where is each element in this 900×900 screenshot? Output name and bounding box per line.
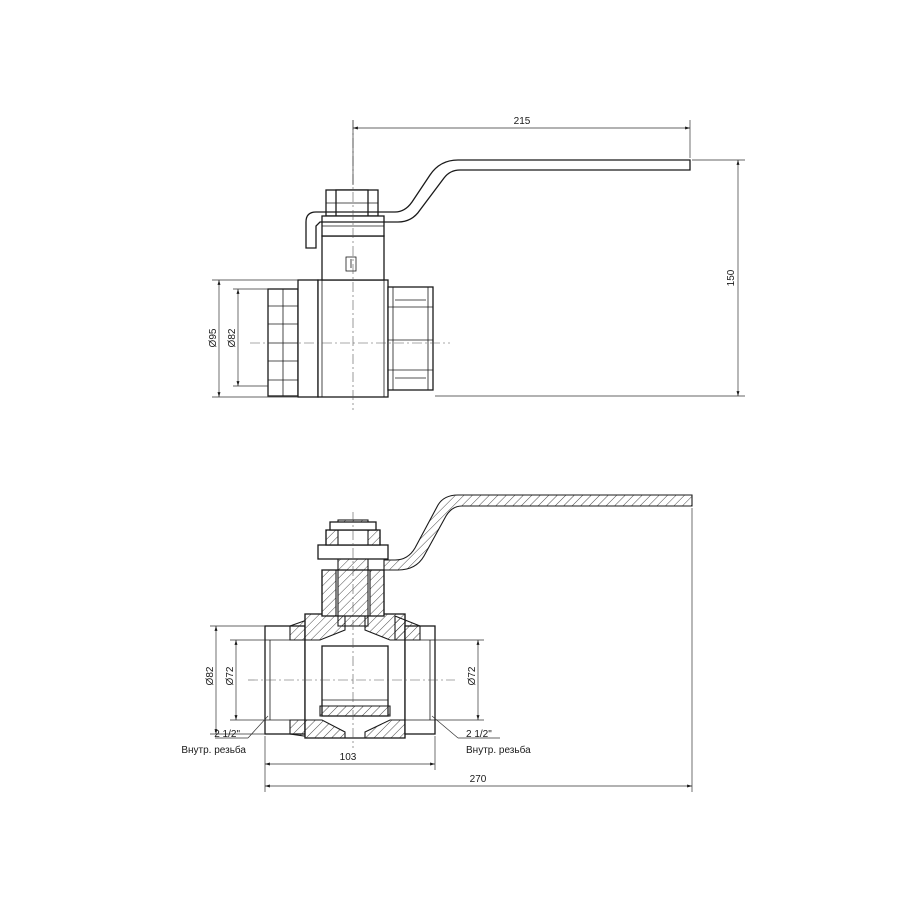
thread-right-size: 2 1/2": [466, 729, 492, 740]
right-hex-nut: [387, 286, 434, 391]
side-view: 215 150 Ø95 Ø82: [208, 116, 745, 410]
dimension-outer-diameter: Ø95: [208, 279, 298, 398]
section-valve-body: [304, 613, 406, 739]
dimension-total-length: 270: [265, 508, 693, 792]
dimension-section-inner-right: Ø72: [435, 639, 484, 721]
dimension-height: 150: [435, 159, 745, 397]
thread-left-label: Внутр. резьба: [181, 744, 246, 756]
dim-270-label: 270: [470, 774, 487, 785]
section-view: Ø82 Ø72 Ø72 2 1/2" Внутр. резьба 2 1/2": [181, 494, 693, 792]
dim-section-d72-left-label: Ø72: [225, 666, 236, 685]
left-hex-nut: [267, 288, 299, 397]
dimension-section-inner-left: Ø72: [225, 639, 265, 721]
lever-handle: [305, 159, 691, 249]
dimension-half-length: 103: [264, 736, 436, 792]
dim-section-d72-right-label: Ø72: [467, 666, 478, 685]
section-lever: [383, 494, 693, 571]
dimension-inner-diameter: Ø82: [227, 288, 268, 387]
stop-window: [345, 256, 357, 272]
dim-d95-label: Ø95: [208, 328, 219, 347]
body-left-flange: [297, 279, 319, 398]
dimension-section-outer-diameter: Ø82: [205, 625, 265, 735]
dim-103-label: 103: [340, 752, 357, 763]
dimension-lever-length: 215: [352, 116, 691, 185]
thread-right-label: Внутр. резьба: [466, 744, 531, 756]
dim-section-d82-label: Ø82: [205, 666, 216, 685]
dim-d82-label: Ø82: [227, 328, 238, 347]
dim-215-label: 215: [514, 116, 531, 127]
thread-callout-right: 2 1/2" Внутр. резьба: [431, 715, 531, 756]
thread-callout-left: 2 1/2" Внутр. резьба: [181, 715, 269, 756]
dim-150-label: 150: [726, 269, 737, 286]
thread-left-size: 2 1/2": [214, 729, 240, 740]
